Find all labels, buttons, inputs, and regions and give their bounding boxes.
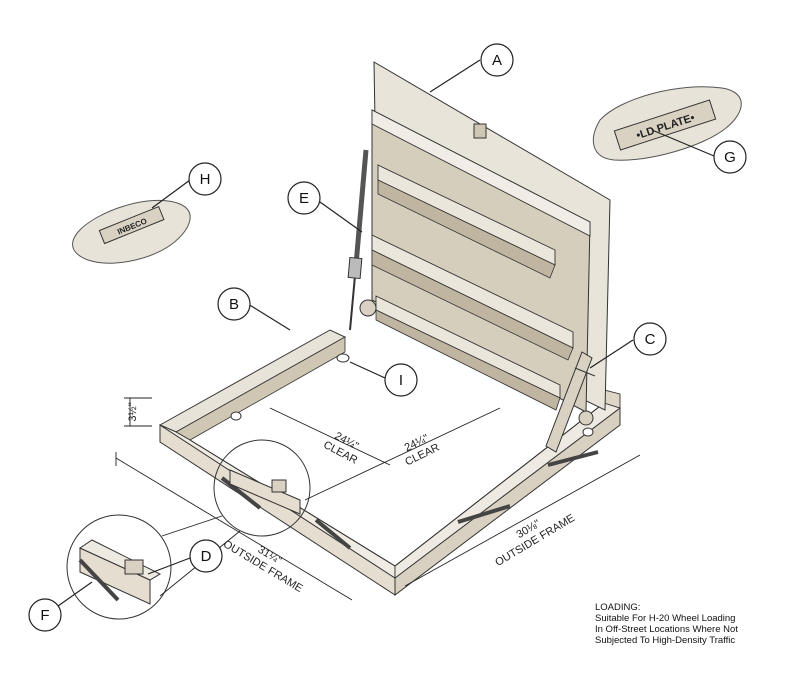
- callout-d: [189, 539, 223, 573]
- loading-title: LOADING:: [595, 602, 641, 613]
- plate-g: •LD PLATE•: [592, 86, 742, 161]
- dimension-lines: [115, 397, 641, 601]
- callout-i-label: I: [399, 372, 403, 389]
- callout-b-label: B: [229, 296, 239, 313]
- anchor: [457, 504, 511, 524]
- plate-h: INBECO: [72, 199, 191, 264]
- hold-open-arm: [545, 351, 596, 453]
- gas-spring: [347, 149, 369, 331]
- callout-g: [713, 140, 747, 174]
- callout-h: [188, 162, 222, 196]
- callout-e-label: E: [299, 190, 309, 207]
- callout-a: [480, 43, 514, 77]
- callout-b: [217, 287, 251, 321]
- hinge: [359, 299, 377, 317]
- anchor: [314, 518, 352, 550]
- hole: [336, 353, 350, 363]
- callout-i: [384, 363, 418, 397]
- callout-f: [28, 598, 62, 632]
- door: [359, 61, 611, 426]
- loading-note: LOADING: Suitable For H-20 Wheel Loading…: [595, 602, 770, 646]
- loading-line: In Off-Street Locations Where Not: [595, 624, 738, 635]
- hole: [582, 427, 594, 437]
- latch: [473, 123, 487, 139]
- callout-g-label: G: [724, 149, 736, 166]
- dim-height: 3½": [127, 402, 139, 421]
- hole: [230, 411, 242, 421]
- callout-d-label: D: [201, 548, 212, 565]
- loading-line: Suitable For H-20 Wheel Loading: [595, 613, 736, 624]
- callout-f-label: F: [40, 607, 49, 624]
- callout-e: [287, 181, 321, 215]
- callout-h-label: H: [200, 171, 211, 188]
- callout-a-label: A: [492, 52, 502, 69]
- loading-line: Subjected To High-Density Traffic: [595, 635, 736, 646]
- anchor: [547, 450, 599, 467]
- callout-c-label: C: [645, 331, 656, 348]
- anchor: [220, 476, 262, 510]
- callout-c: [633, 322, 667, 356]
- callouts: A B C D E F G H I: [28, 43, 747, 632]
